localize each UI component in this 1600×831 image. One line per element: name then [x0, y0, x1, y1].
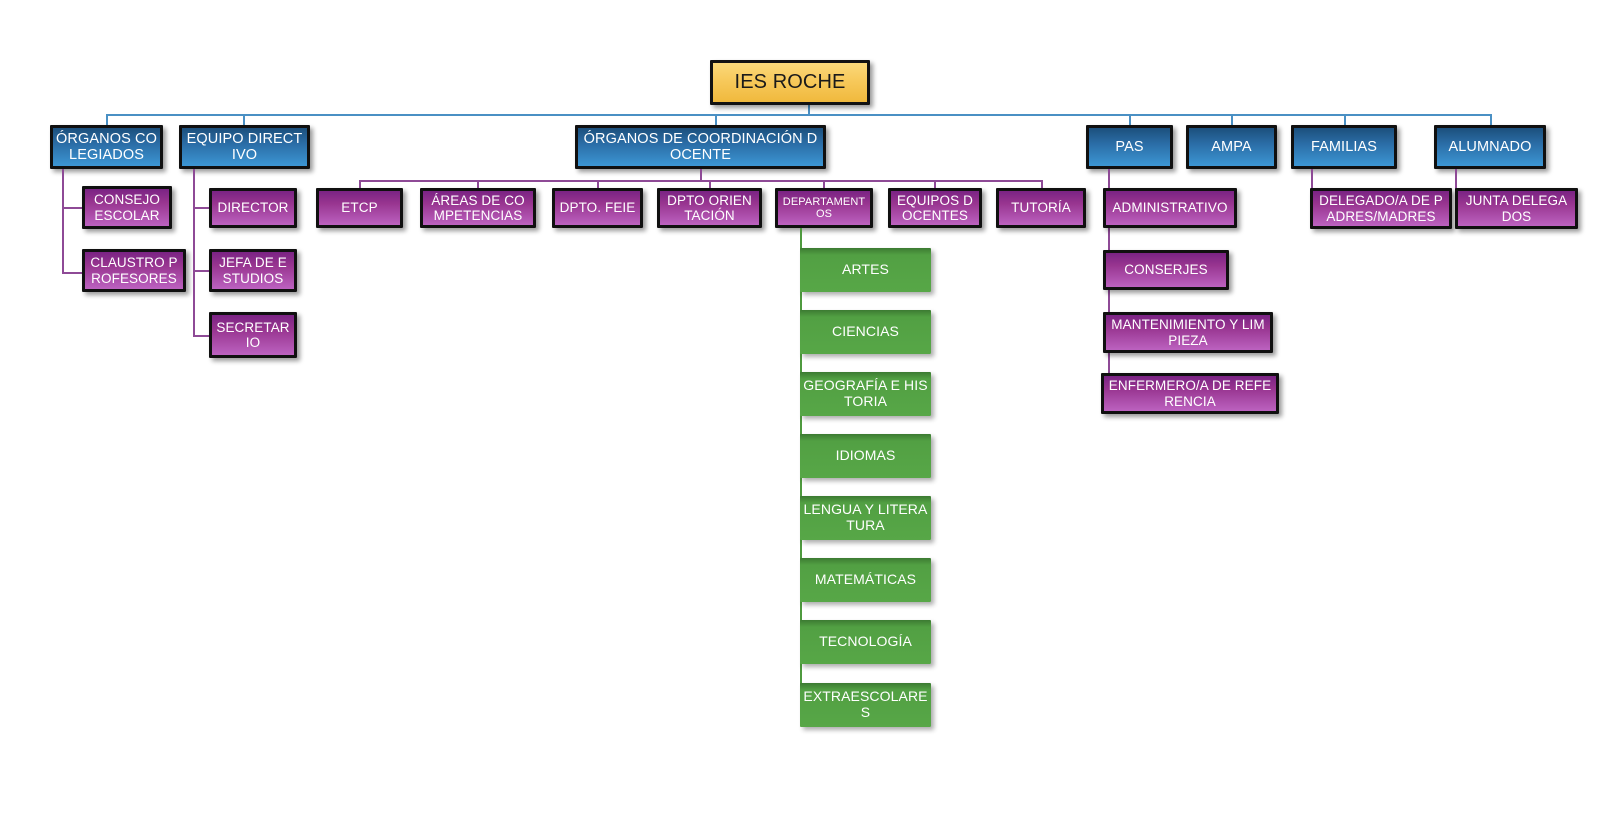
- node-label: JUNTA DELEGADOS: [1465, 193, 1568, 224]
- node-consejo-escolar[interactable]: CONSEJO ESCOLAR: [82, 186, 172, 229]
- node-conserjes[interactable]: CONSERJES: [1103, 250, 1229, 290]
- node-dpto-orientacion[interactable]: DPTO ORIENTACIÓN: [657, 188, 762, 228]
- node-label: ÓRGANOS DE COORDINACIÓN DOCENTE: [583, 130, 818, 163]
- node-ies-roche[interactable]: IES ROCHE: [710, 60, 870, 105]
- node-extraescolares[interactable]: EXTRAESCOLARES: [800, 683, 931, 727]
- node-artes[interactable]: ARTES: [800, 248, 931, 292]
- node-organos-colegiados[interactable]: ÓRGANOS COLEGIADOS: [50, 125, 163, 169]
- node-label: FAMILIAS: [1310, 138, 1378, 155]
- node-label: CONSERJES: [1124, 262, 1208, 278]
- connector-drop-departamentos: [823, 180, 825, 188]
- node-equipo-directivo[interactable]: EQUIPO DIRECTIVO: [179, 125, 310, 169]
- node-label: TECNOLOGÍA: [819, 633, 912, 650]
- node-label: SECRETARIO: [216, 319, 290, 350]
- node-dpto-feie[interactable]: DPTO. FEIE: [552, 188, 643, 228]
- node-label: CONSEJO ESCOLAR: [94, 192, 160, 223]
- node-label: DPTO ORIENTACIÓN: [667, 192, 752, 223]
- node-label: EXTRAESCOLARES: [803, 688, 928, 720]
- node-mantenimiento-y-limpieza[interactable]: MANTENIMIENTO Y LIMPIEZA: [1103, 312, 1273, 353]
- node-label: EQUIPOS DOCENTES: [897, 192, 973, 223]
- node-label: LENGUA Y LITERATURA: [803, 501, 928, 533]
- node-label: PAS: [1115, 138, 1144, 155]
- node-geografia-e-historia[interactable]: GEOGRAFÍA E HISTORIA: [800, 372, 931, 416]
- node-label: ETCP: [341, 200, 378, 216]
- node-label: JEFA DE ESTUDIOS: [219, 255, 287, 286]
- node-pas[interactable]: PAS: [1086, 125, 1173, 169]
- node-label: EQUIPO DIRECTIVO: [186, 130, 303, 163]
- node-idiomas[interactable]: IDIOMAS: [800, 434, 931, 478]
- node-label: AMPA: [1211, 138, 1252, 155]
- node-label: ARTES: [842, 261, 889, 278]
- node-departamentos[interactable]: DEPARTAMENTOS: [775, 188, 873, 228]
- node-jefa-de-estudios[interactable]: JEFA DE ESTUDIOS: [209, 249, 297, 292]
- connector-drop-equipo-directivo: [243, 114, 245, 127]
- connector-drop-ampa: [1231, 114, 1233, 127]
- node-matematicas[interactable]: MATEMÁTICAS: [800, 558, 931, 602]
- connector-drop-dpto-orientacion: [709, 180, 711, 188]
- node-delegado-padres-madres[interactable]: DELEGADO/A DE PADRES/MADRES: [1310, 188, 1452, 229]
- node-director[interactable]: DIRECTOR: [209, 188, 297, 228]
- node-label: DEPARTAMENTOS: [782, 195, 866, 220]
- node-label: MATEMÁTICAS: [814, 571, 917, 588]
- node-enfermero-de-referencia[interactable]: ENFERMERO/A DE REFERENCIA: [1101, 373, 1279, 414]
- connector-drop-alumnado: [1490, 114, 1492, 127]
- connector-bus-coordinacion: [359, 180, 1042, 182]
- connector-spine-equipo-directivo: [193, 169, 195, 337]
- connector-drop-areas-competencias: [477, 180, 479, 188]
- connector-stem-coordinacion: [700, 169, 702, 181]
- node-familias[interactable]: FAMILIAS: [1291, 125, 1397, 169]
- node-label: CIENCIAS: [832, 323, 899, 340]
- connector-elbow-director: [193, 207, 209, 209]
- node-label: GEOGRAFÍA E HISTORIA: [803, 377, 928, 409]
- connector-elbow-claustro-profesores: [62, 272, 82, 274]
- node-label: MANTENIMIENTO Y LIMPIEZA: [1111, 317, 1265, 348]
- node-ampa[interactable]: AMPA: [1186, 125, 1277, 169]
- node-tecnologia[interactable]: TECNOLOGÍA: [800, 620, 931, 664]
- connector-drop-organos-colegiados: [106, 114, 108, 127]
- node-label: TUTORÍA: [1011, 200, 1071, 216]
- node-claustro-profesores[interactable]: CLAUSTRO PROFESORES: [82, 249, 186, 292]
- node-label: ENFERMERO/A DE REFERENCIA: [1108, 378, 1272, 409]
- node-label: IDIOMAS: [835, 447, 896, 464]
- node-label: CLAUSTRO PROFESORES: [90, 255, 178, 286]
- node-tutoria[interactable]: TUTORÍA: [996, 188, 1086, 228]
- connector-spine-organos-colegiados: [62, 169, 64, 274]
- node-lengua-y-literatura[interactable]: LENGUA Y LITERATURA: [800, 496, 931, 540]
- connector-elbow-secretario: [193, 335, 209, 337]
- node-label: DPTO. FEIE: [559, 200, 636, 216]
- connector-elbow-consejo-escolar: [62, 207, 82, 209]
- node-secretario[interactable]: SECRETARIO: [209, 312, 297, 358]
- node-label: DIRECTOR: [217, 200, 289, 216]
- connector-root-bus: [106, 114, 1491, 116]
- connector-elbow-jefa-estudios: [193, 270, 209, 272]
- connector-root-stem: [808, 105, 810, 115]
- node-ciencias[interactable]: CIENCIAS: [800, 310, 931, 354]
- node-administrativo[interactable]: ADMINISTRATIVO: [1103, 188, 1237, 228]
- node-equipos-docentes[interactable]: EQUIPOS DOCENTES: [888, 188, 982, 228]
- node-alumnado[interactable]: ALUMNADO: [1434, 125, 1546, 169]
- connector-drop-equipos-docentes: [934, 180, 936, 188]
- node-label: ÓRGANOS COLEGIADOS: [56, 130, 157, 163]
- connector-drop-organos-coordinacion: [715, 114, 717, 127]
- node-label: ADMINISTRATIVO: [1112, 200, 1228, 216]
- connector-drop-familias: [1344, 114, 1346, 127]
- node-junta-delegados[interactable]: JUNTA DELEGADOS: [1455, 188, 1578, 229]
- connector-drop-tutoria: [1041, 180, 1043, 188]
- node-label: IES ROCHE: [734, 71, 846, 94]
- connector-drop-dpto-feie: [597, 180, 599, 188]
- connector-drop-etcp: [359, 180, 361, 188]
- node-organos-coordinacion-docente[interactable]: ÓRGANOS DE COORDINACIÓN DOCENTE: [575, 125, 826, 169]
- node-label: DELEGADO/A DE PADRES/MADRES: [1319, 193, 1443, 224]
- node-label: ALUMNADO: [1448, 138, 1532, 155]
- node-areas-de-competencias[interactable]: ÁREAS DE COMPETENCIAS: [420, 188, 536, 228]
- connector-drop-pas: [1129, 114, 1131, 127]
- node-label: ÁREAS DE COMPETENCIAS: [431, 192, 525, 223]
- node-etcp[interactable]: ETCP: [316, 188, 403, 228]
